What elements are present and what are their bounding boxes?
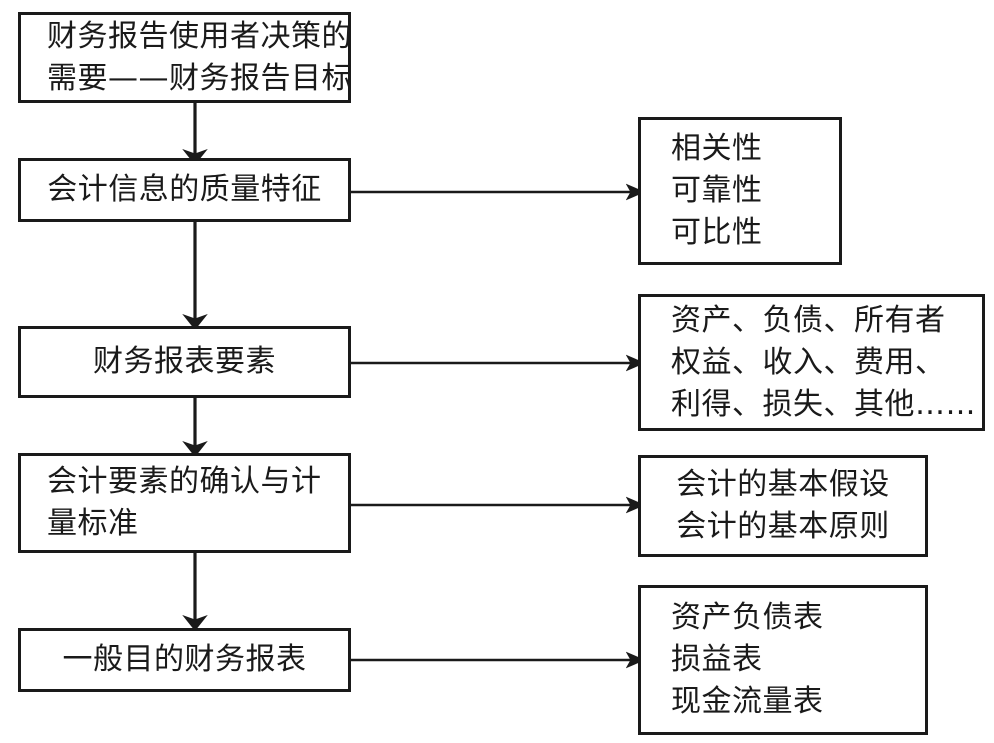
node-elements-detail-label: 资产、负债、所有者 权益、收入、费用、 利得、损失、其他……	[671, 302, 976, 422]
node-objective-label: 财务报告使用者决策的 需要——财务报告目标	[47, 18, 352, 96]
node-quality-detail[interactable]: 相关性 可靠性 可比性	[638, 117, 842, 265]
node-quality-detail-label: 相关性 可靠性 可比性	[671, 131, 763, 250]
node-quality-characteristics-label: 会计信息的质量特征	[47, 172, 322, 207]
node-statements-detail[interactable]: 资产负债表 损益表 现金流量表	[638, 585, 928, 735]
node-statement-elements-label: 财务报表要素	[93, 344, 276, 379]
node-objective[interactable]: 财务报告使用者决策的 需要——财务报告目标	[18, 12, 352, 103]
node-statements-detail-label: 资产负债表 损益表 现金流量表	[671, 600, 824, 719]
node-general-purpose-statements-label: 一般目的财务报表	[62, 642, 307, 677]
node-elements-detail[interactable]: 资产、负债、所有者 权益、收入、费用、 利得、损失、其他……	[638, 294, 985, 431]
node-standards-detail[interactable]: 会计的基本假设 会计的基本原则	[638, 455, 928, 557]
node-statement-elements[interactable]: 财务报表要素	[18, 326, 351, 398]
node-quality-characteristics[interactable]: 会计信息的质量特征	[18, 158, 351, 222]
node-recognition-measurement-label: 会计要素的确认与计 量标准	[47, 464, 322, 541]
node-recognition-measurement[interactable]: 会计要素的确认与计 量标准	[18, 453, 351, 553]
node-standards-detail-label: 会计的基本假设 会计的基本原则	[676, 467, 890, 544]
node-general-purpose-statements[interactable]: 一般目的财务报表	[18, 628, 351, 692]
